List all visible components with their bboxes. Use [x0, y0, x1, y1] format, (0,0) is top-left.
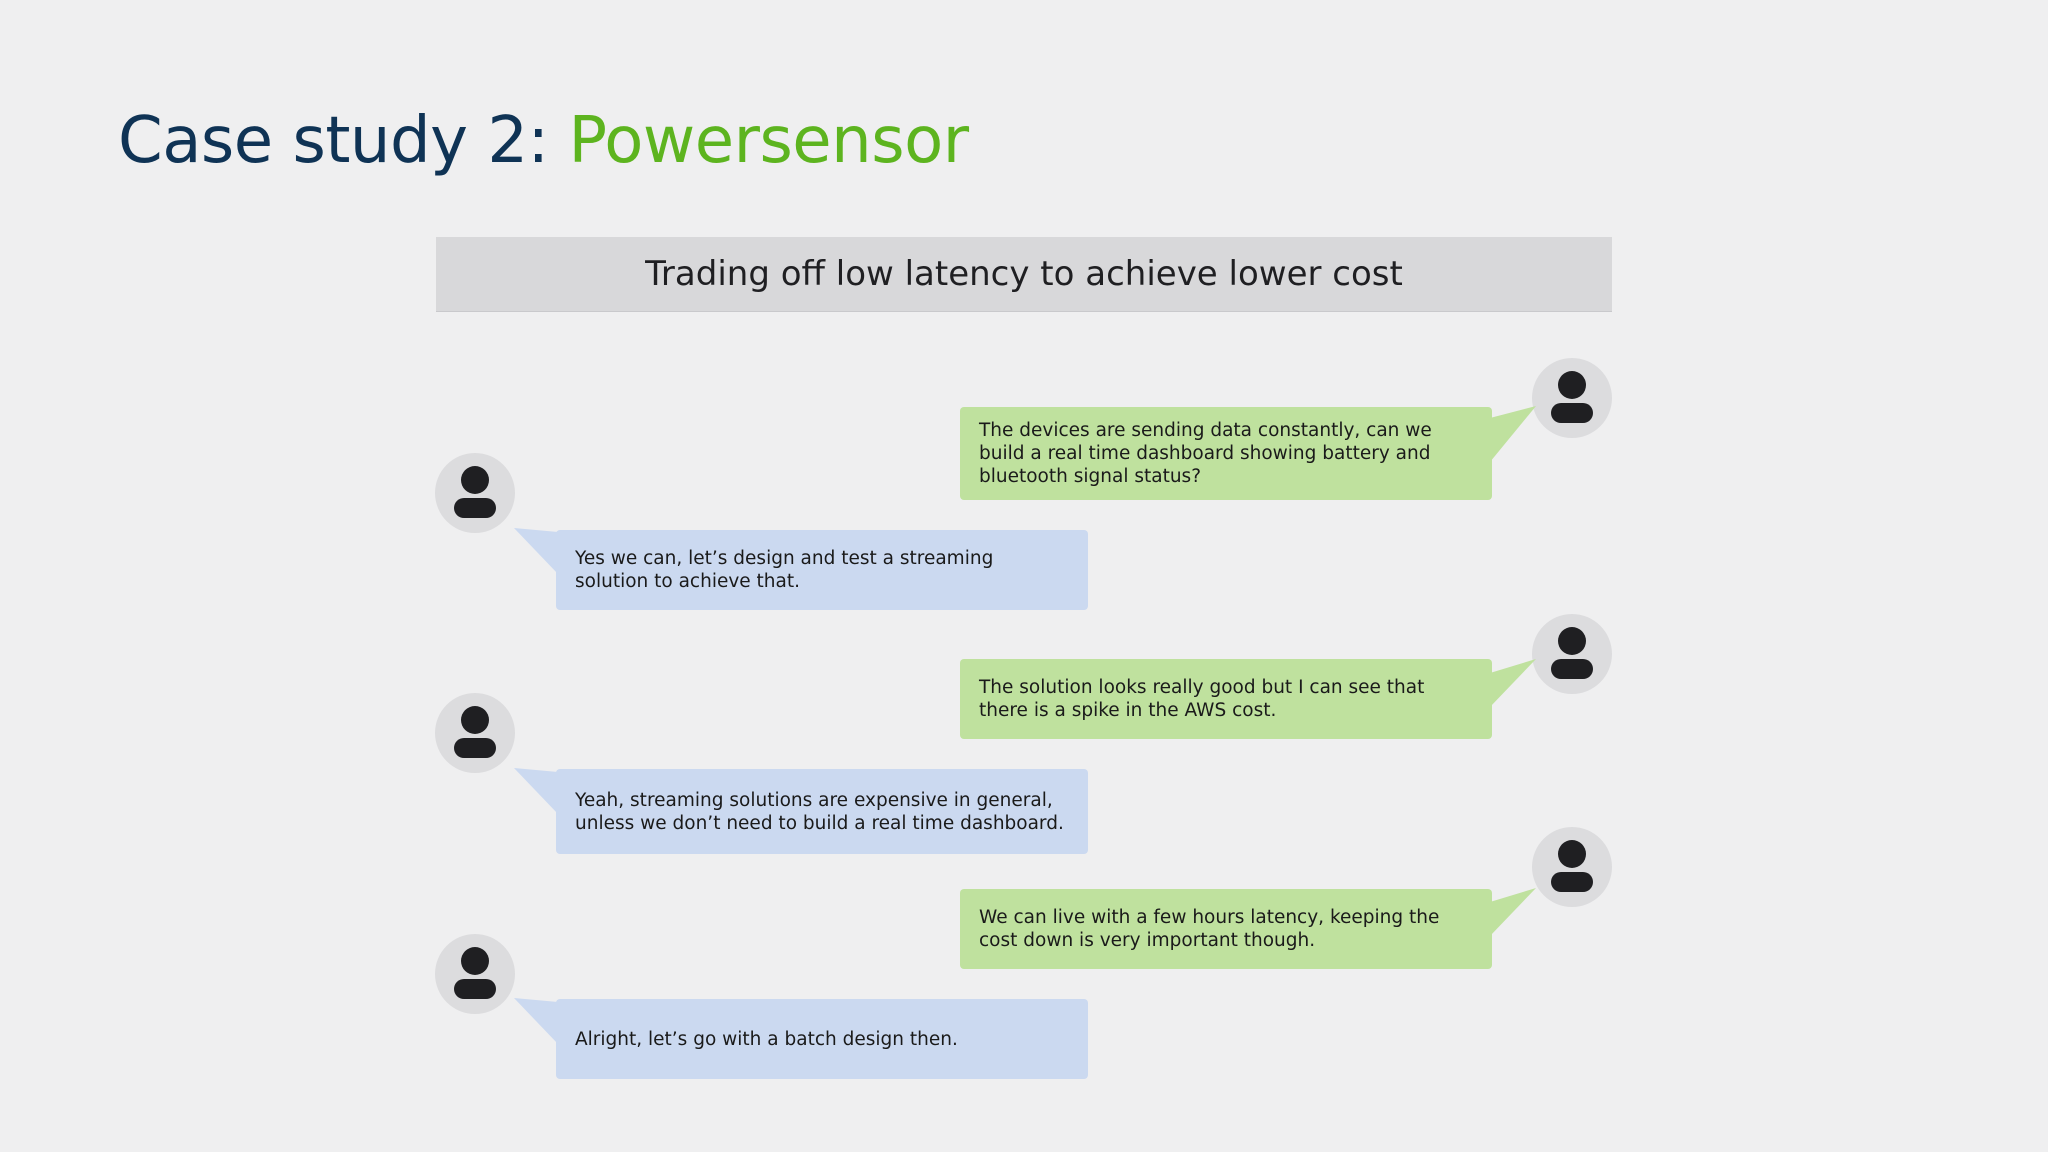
message-bubble-engineer: Alright, let’s go with a batch design th…	[556, 999, 1088, 1079]
bubble-tail	[514, 768, 558, 814]
engineer-avatar	[435, 934, 515, 1014]
client-avatar	[1532, 358, 1612, 438]
message-text: Alright, let’s go with a batch design th…	[575, 1028, 958, 1050]
bubble-tail	[514, 998, 558, 1044]
engineer-avatar	[435, 453, 515, 533]
message-bubble-engineer: Yeah, streaming solutions are expensive …	[556, 769, 1088, 854]
user-icon	[1551, 840, 1593, 892]
bubble-tail	[1490, 659, 1536, 707]
message-text: Yeah, streaming solutions are expensive …	[575, 789, 1064, 834]
user-icon	[454, 947, 496, 999]
slide-title: Case study 2: Powersensor	[118, 96, 969, 186]
message-text: The devices are sending data constantly,…	[979, 420, 1432, 487]
bubble-tail	[1490, 888, 1536, 936]
message-bubble-engineer: Yes we can, let’s design and test a stre…	[556, 530, 1088, 610]
title-prefix: Case study 2:	[118, 104, 569, 178]
section-banner: Trading off low latency to achieve lower…	[436, 237, 1612, 312]
bubble-tail	[514, 528, 558, 574]
title-highlight: Powersensor	[568, 104, 969, 178]
message-text: Yes we can, let’s design and test a stre…	[575, 548, 994, 592]
engineer-avatar	[435, 693, 515, 773]
bubble-tail	[1490, 406, 1536, 462]
client-avatar	[1532, 827, 1612, 907]
message-bubble-client: The devices are sending data constantly,…	[960, 407, 1492, 500]
user-icon	[1551, 627, 1593, 679]
message-text: We can live with a few hours latency, ke…	[979, 907, 1440, 951]
message-bubble-client: We can live with a few hours latency, ke…	[960, 889, 1492, 969]
user-icon	[454, 466, 496, 518]
message-text: The solution looks really good but I can…	[979, 677, 1425, 721]
message-bubble-client: The solution looks really good but I can…	[960, 659, 1492, 739]
user-icon	[454, 706, 496, 758]
client-avatar	[1532, 614, 1612, 694]
user-icon	[1551, 371, 1593, 423]
